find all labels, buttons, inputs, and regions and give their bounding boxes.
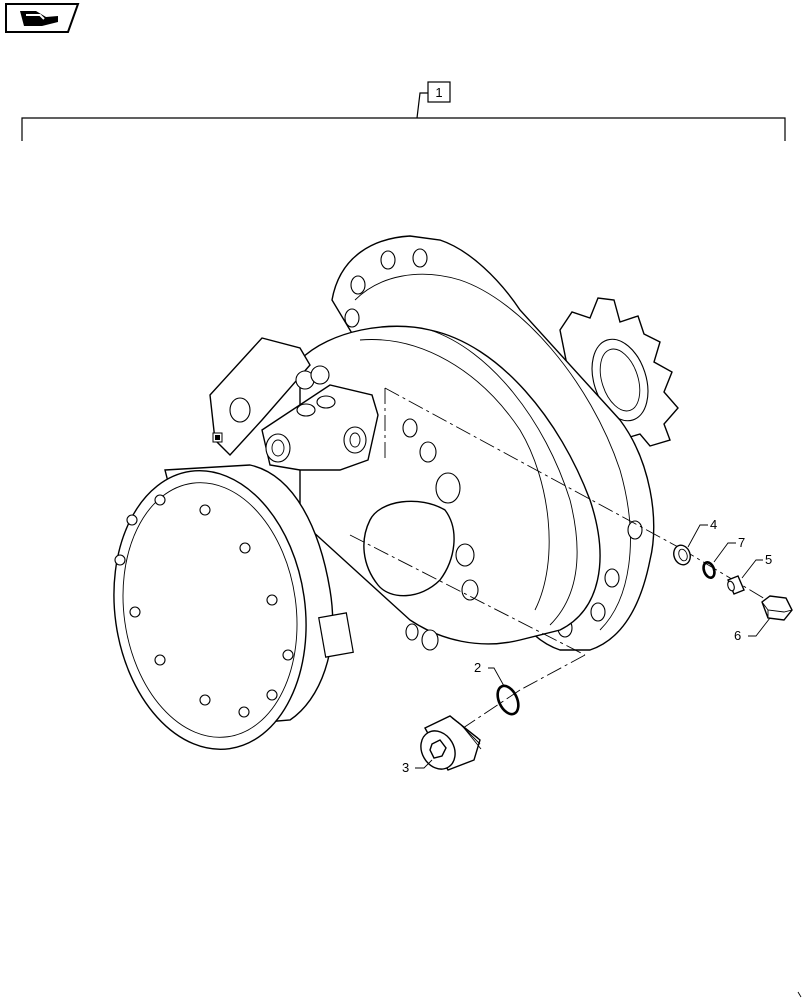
callout-3[interactable]: 3 [402, 759, 433, 775]
callout-4-label: 4 [710, 517, 717, 532]
callout-3-label: 3 [402, 760, 409, 775]
callout-1-label: 1 [435, 85, 442, 100]
part-4-washer [673, 544, 691, 566]
part-7-o-ring [702, 560, 716, 580]
callout-5[interactable]: 5 [741, 552, 772, 579]
corner-mark [797, 991, 802, 998]
center-lines [349, 387, 771, 731]
callout-4[interactable]: 4 [687, 517, 717, 548]
valve-block [209, 337, 379, 471]
flange-bolt-holes [344, 248, 643, 638]
callout-2-label: 2 [474, 660, 481, 675]
part-2-o-ring [496, 684, 520, 716]
drive-motor-assembly [113, 235, 679, 750]
callout-2[interactable]: 2 [474, 660, 505, 687]
callout-5-label: 5 [765, 552, 772, 567]
housing-bolts [402, 418, 479, 651]
part-3-threaded-plug [420, 715, 482, 771]
part-5-pin [727, 575, 745, 595]
end-cap [113, 464, 354, 750]
part-6-hex-plug [761, 595, 793, 621]
assembly-bracket: 1 [21, 81, 786, 141]
callout-7[interactable]: 7 [713, 535, 745, 563]
book-hand-icon[interactable] [2, 2, 80, 34]
callout-7-label: 7 [738, 535, 745, 550]
end-cap-bolts [114, 494, 294, 718]
housing-pocket [363, 500, 455, 597]
callout-6-label: 6 [734, 628, 741, 643]
callout-6[interactable]: 6 [734, 617, 771, 643]
